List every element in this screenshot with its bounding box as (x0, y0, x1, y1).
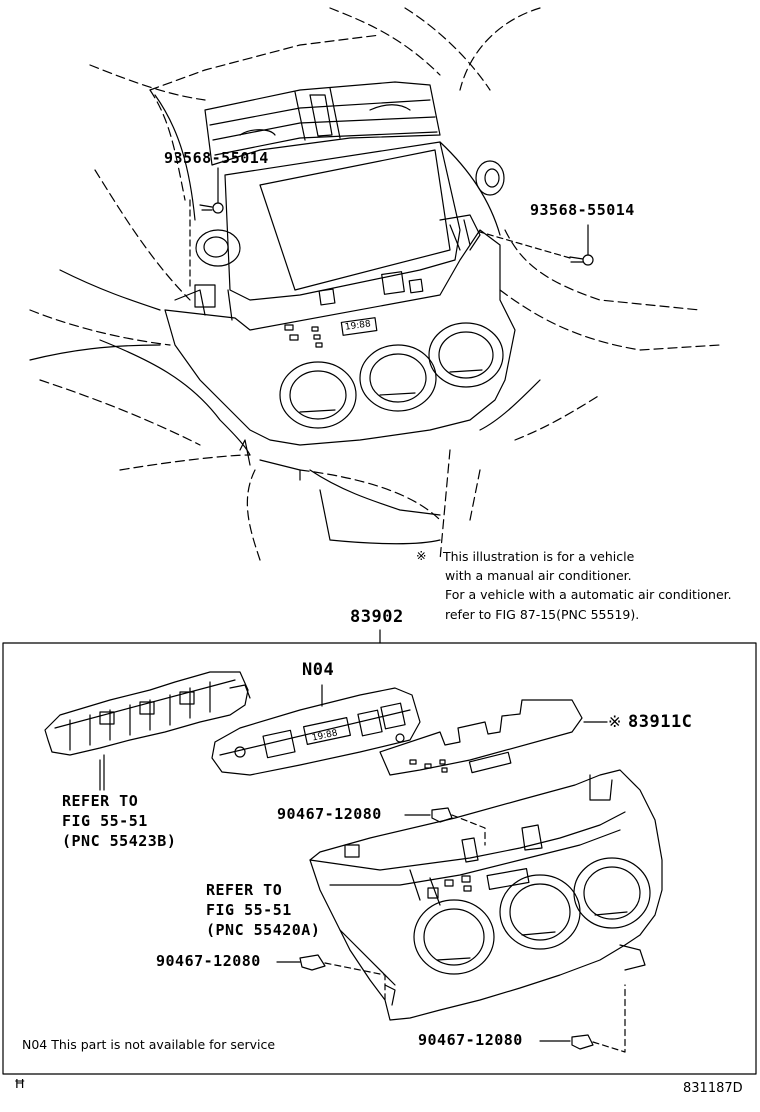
ref-center-line-3: (PNC 55420A) (206, 921, 321, 939)
illustration-note-line-3: For a vehicle with a automatic air condi… (445, 587, 732, 602)
label-plate-part-number: 83911C (628, 712, 693, 732)
leader-lines (99, 759, 396, 986)
bracket-left (44, 671, 251, 791)
service-note: N04 This part is not available for servi… (22, 1037, 276, 1052)
label-plate-83911c (379, 699, 608, 776)
illustration-note-mark: ※ (416, 548, 427, 563)
screw-part-number-right: 93568-55014 (530, 201, 635, 219)
figure-id: 831187D (683, 1081, 743, 1096)
center-panel (164, 214, 516, 466)
ref-center-line-1: REFER TO (206, 881, 283, 899)
ref-center-line-2: FIG 55-51 (206, 901, 292, 919)
illustration-note-line-4: refer to FIG 87-15(PNC 55519). (445, 607, 640, 622)
ref-left-line-3: (PNC 55423B) (62, 832, 177, 850)
screw-part-number-left: 93568-55014 (164, 149, 269, 167)
panel-sub-part-number: N04 (302, 660, 335, 680)
footer-mark: Ħ (14, 1076, 26, 1091)
ref-left-line-2: FIG 55-51 (62, 812, 148, 830)
illustration-note-line-1: This illustration is for a vehicle (443, 549, 635, 564)
assembly-part-number: 83902 (350, 607, 404, 627)
illustration-note-line-2: with a manual air conditioner. (445, 568, 632, 583)
dashboard-outline (29, 7, 721, 561)
clip-part-number-bottom: 90467-12080 (418, 1031, 523, 1049)
main-bezel (309, 769, 663, 1021)
switch-panel-n04 (211, 684, 421, 776)
clip-part-number-left: 90467-12080 (156, 952, 261, 970)
screws-top (189, 167, 594, 291)
clip-part-number-top: 90467-12080 (277, 805, 382, 823)
display-frame (224, 141, 501, 321)
label-plate-mark: ※ (608, 712, 622, 731)
parts-frame (2, 642, 757, 1075)
clips (276, 807, 626, 1053)
air-vent-assembly (204, 81, 441, 166)
side-knobs (195, 160, 505, 267)
ref-left-line-1: REFER TO (62, 792, 139, 810)
